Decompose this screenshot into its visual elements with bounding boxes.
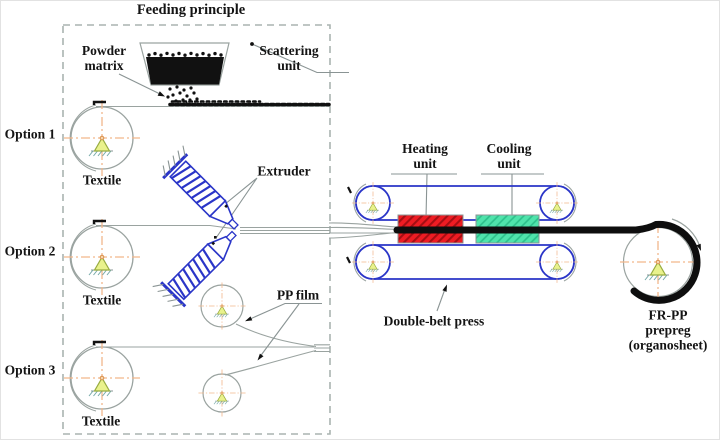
powder-fill xyxy=(146,57,224,85)
web-lines xyxy=(96,105,398,376)
falling-powder xyxy=(166,85,199,106)
pp-film-roller-upper xyxy=(198,282,246,330)
leader-lines xyxy=(118,43,544,359)
textile-roller-2 xyxy=(63,218,141,296)
textile-roller-1 xyxy=(63,99,141,177)
feeding-box xyxy=(62,24,331,435)
rotation-ticks xyxy=(346,186,352,264)
extruder-lower xyxy=(151,217,248,315)
press-rollers xyxy=(351,181,579,284)
pp-film-roller-lower xyxy=(198,369,246,417)
textile-roller-3 xyxy=(63,339,141,417)
scattering-unit-hopper xyxy=(139,42,230,86)
rotation-arc xyxy=(671,218,701,248)
rotation-arrow xyxy=(92,100,106,105)
prepreg-band xyxy=(393,220,701,304)
rotation-arc-arrowhead xyxy=(696,243,701,251)
powder-layer xyxy=(168,100,331,107)
rotation-arrow xyxy=(92,340,106,345)
rotation-arrow xyxy=(92,219,106,224)
